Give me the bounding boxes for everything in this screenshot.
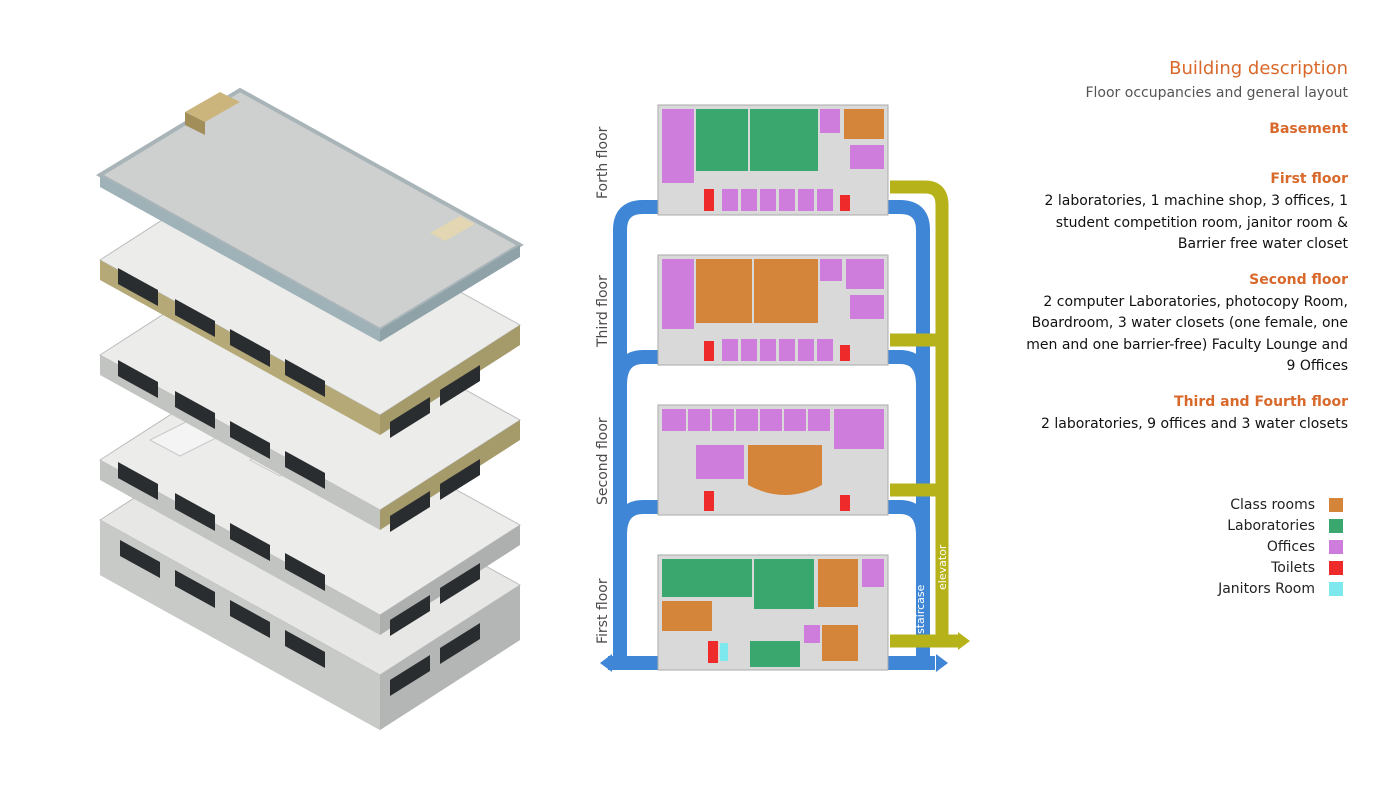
legend-item-laboratories: Laboratories: [1218, 515, 1343, 536]
legend-item-class-rooms: Class rooms: [1218, 494, 1343, 515]
legend-swatch: [1329, 581, 1343, 596]
staircase-label: staircase: [914, 584, 927, 634]
floor-label-second: Second floor: [595, 417, 611, 505]
legend-label: Toilets: [1271, 559, 1315, 576]
floor-label-third: Third floor: [595, 275, 611, 347]
plan-first-floor: [657, 554, 889, 671]
legend-swatch: [1329, 560, 1343, 575]
plan-second-floor: [657, 404, 889, 516]
description-title: Building description: [1169, 58, 1348, 79]
exploded-building-illustration: [96, 87, 524, 730]
legend-item-janitors-room: Janitors Room: [1218, 578, 1343, 599]
color-legend: Class rooms Laboratories Offices Toilets…: [1218, 494, 1343, 599]
legend-swatch: [1329, 539, 1343, 554]
legend-label: Laboratories: [1227, 517, 1315, 534]
legend-label: Janitors Room: [1218, 580, 1315, 597]
section-heading-first-floor: First floor: [1270, 171, 1348, 187]
legend-item-offices: Offices: [1218, 536, 1343, 557]
legend-label: Offices: [1266, 538, 1315, 555]
section-body-second-floor: 2 computer Laboratories, photocopy Room,…: [1026, 293, 1348, 375]
section-body-third-fourth-floor: 2 laboratories, 9 offices and 3 water cl…: [1041, 415, 1348, 432]
legend-item-toilets: Toilets: [1218, 557, 1343, 578]
section-body-first-floor: 2 laboratories, 1 machine shop, 3 office…: [1044, 193, 1348, 252]
floor-label-fourth: Forth floor: [595, 126, 611, 199]
elevator-label: elevator: [936, 544, 949, 590]
legend-swatch: [1329, 518, 1343, 533]
floor-label-first: First floor: [595, 578, 611, 644]
section-heading-third-fourth-floor: Third and Fourth floor: [1174, 393, 1348, 410]
legend-swatch: [1329, 497, 1343, 512]
building-description: Building description Floor occupancies a…: [1018, 58, 1348, 451]
floor-plans-diagram: [600, 104, 970, 672]
section-heading-second-floor: Second floor: [1249, 271, 1348, 288]
elevator-flow: [890, 180, 958, 648]
iso-roof: [96, 87, 524, 342]
section-body-basement: [1018, 141, 1348, 171]
plan-third-floor: [657, 254, 889, 366]
section-heading-basement: Basement: [1269, 121, 1348, 137]
legend-label: Class rooms: [1230, 496, 1315, 513]
plan-fourth-floor: [657, 104, 889, 216]
description-subtitle: Floor occupancies and general layout: [1085, 85, 1348, 101]
